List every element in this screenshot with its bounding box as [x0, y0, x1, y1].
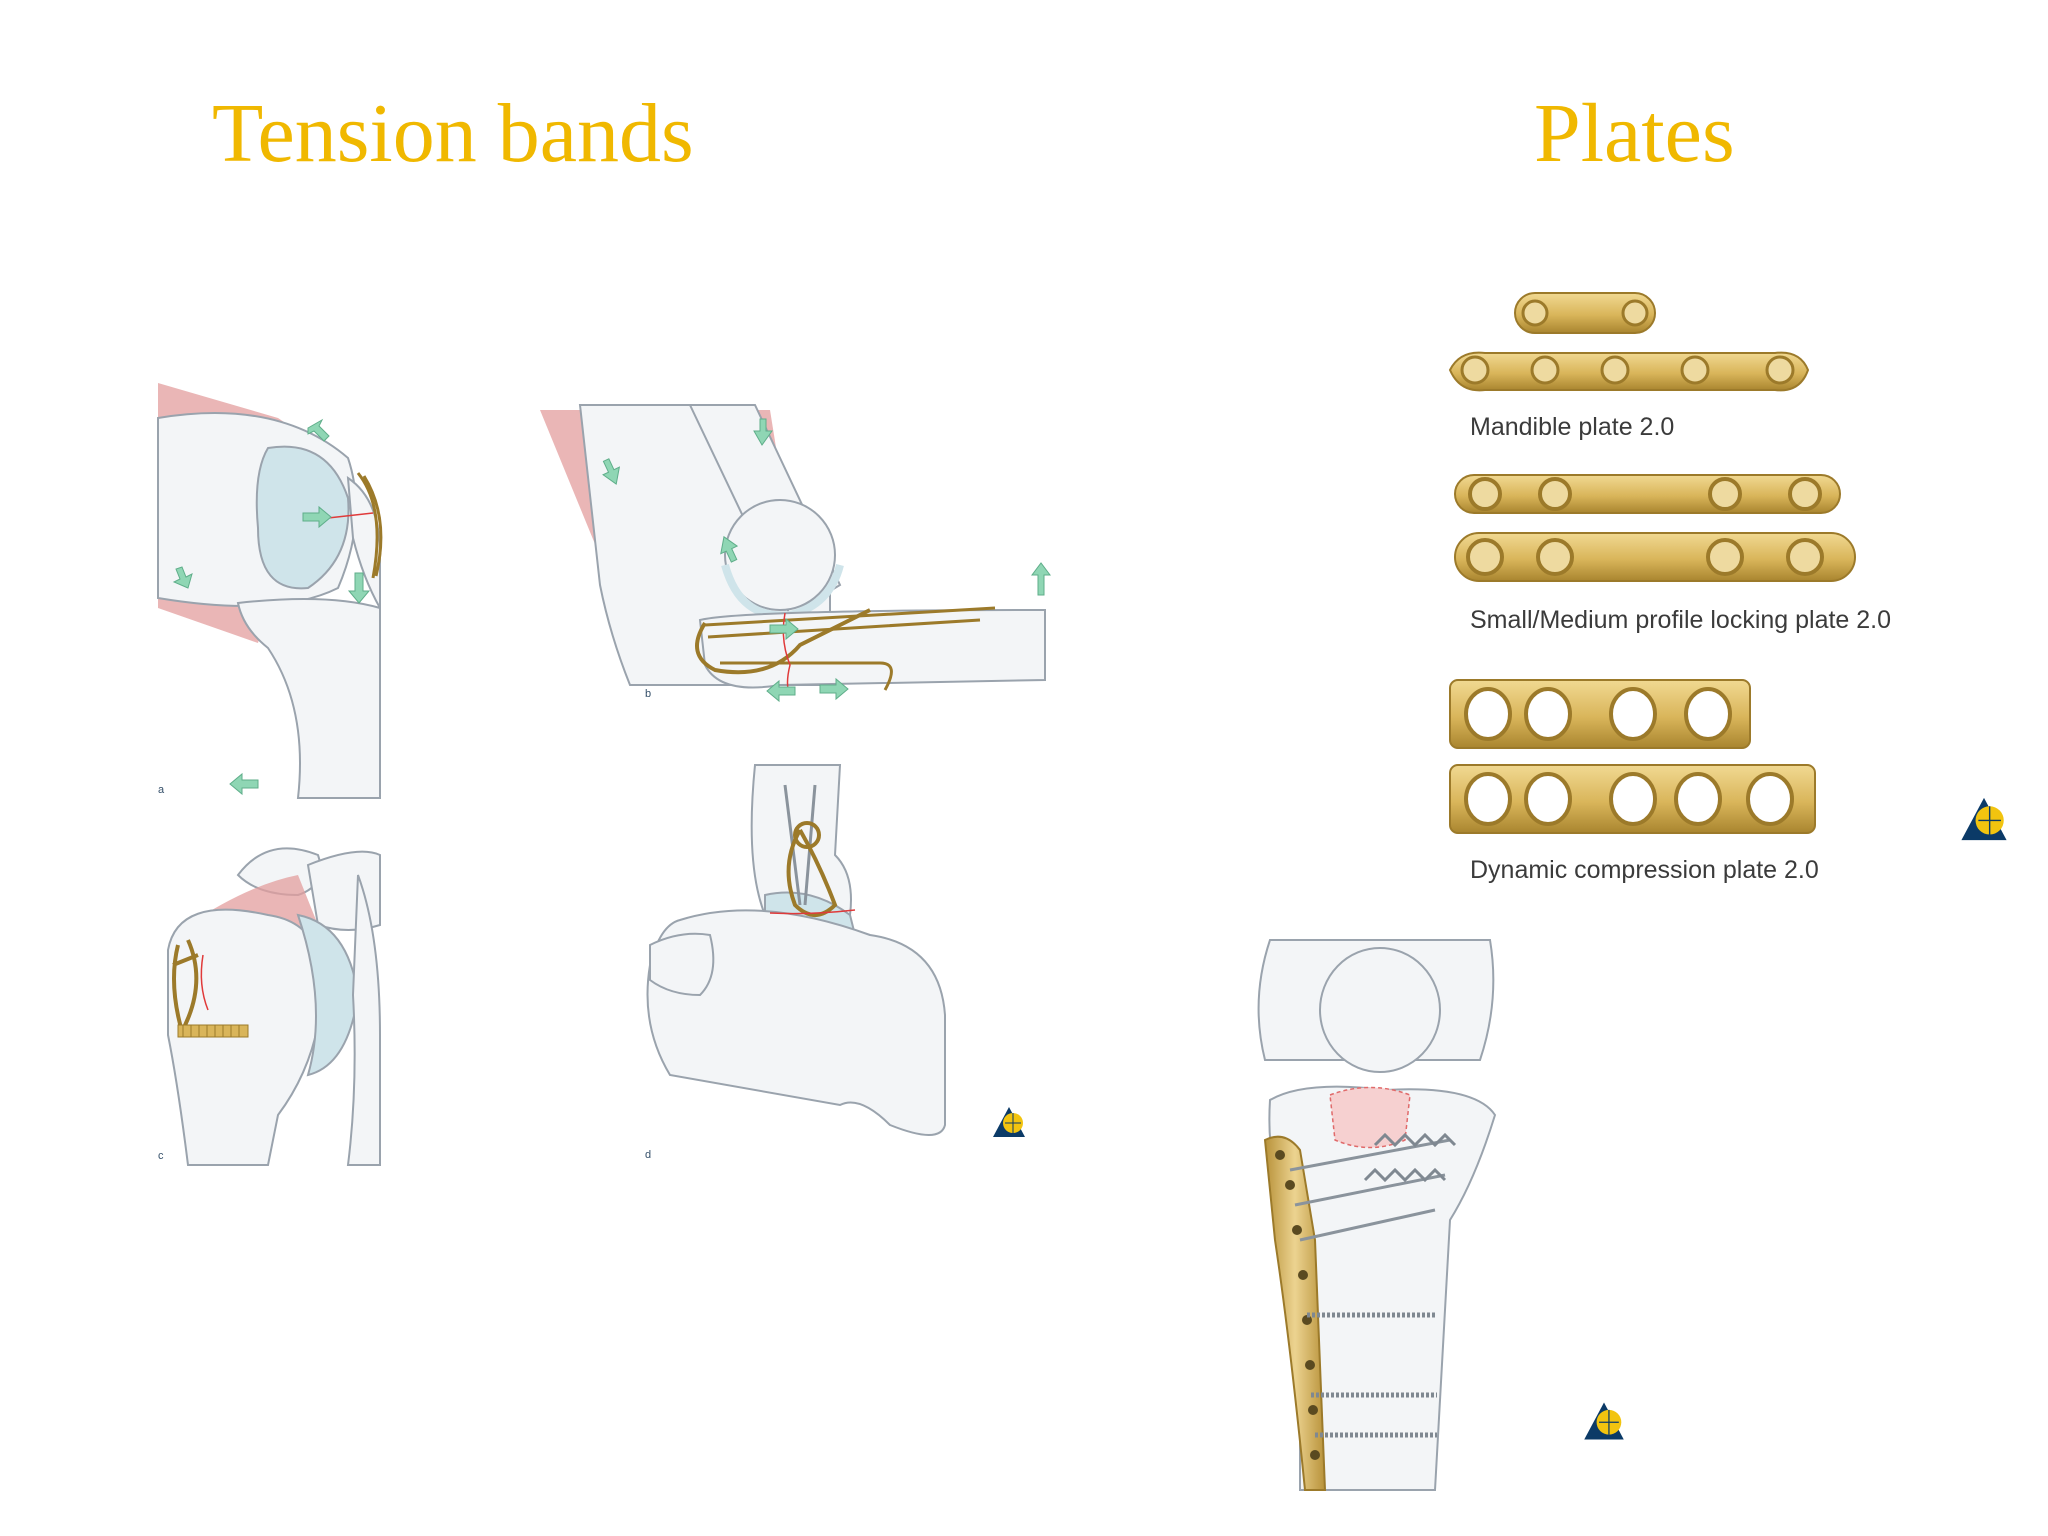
- implant-plates-image: Mandible plate 2.0 Small/Medium profile …: [1440, 275, 1891, 895]
- locking-plate-caption: Small/Medium profile locking plate 2.0: [1470, 606, 1891, 634]
- ao-foundation-logo-icon: [1584, 1402, 1624, 1440]
- panel-label: b: [645, 688, 651, 700]
- elbow-tension-band-illustration: b: [540, 404, 1051, 705]
- panel-label: d: [645, 1149, 651, 1161]
- dcp-plate-lower: [1449, 764, 1816, 834]
- panel-label: c: [158, 1150, 164, 1162]
- dcp-plate-caption: Dynamic compression plate 2.0: [1470, 856, 1819, 884]
- mandible-plate-caption: Mandible plate 2.0: [1470, 413, 1674, 441]
- mandible-plate-short: [1514, 292, 1656, 334]
- ao-foundation-logo-icon: [993, 1107, 1025, 1137]
- plates-title: Plates: [1534, 87, 1735, 180]
- locking-plate-upper: [1454, 474, 1841, 514]
- shoulder-tension-band-illustration: c: [158, 835, 381, 1166]
- mandible-plate-long: [1448, 351, 1810, 392]
- panel-label: a: [158, 784, 165, 796]
- locking-plate-lower: [1454, 532, 1856, 582]
- knee-tension-band-illustration: a: [157, 378, 383, 799]
- tension-bands-title: Tension bands: [212, 87, 694, 180]
- ao-foundation-logo-icon: [1961, 797, 2007, 841]
- tibial-plateau-plate-illustration: [1245, 939, 1505, 1491]
- ankle-tension-band-illustration: d: [640, 764, 946, 1161]
- dcp-plate-upper: [1449, 679, 1751, 749]
